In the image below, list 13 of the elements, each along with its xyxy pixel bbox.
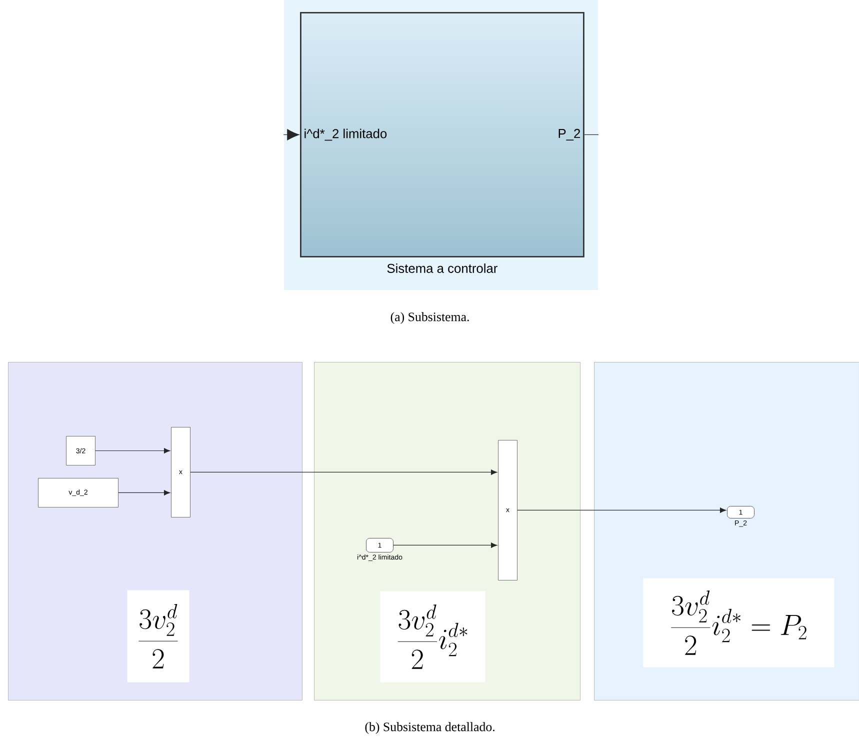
subsystem-block: i^d*_2 limitado P_2 Sistema a controlar xyxy=(300,12,584,273)
formula-box: $\frac{3v_2^d}{2} i_2^{d*}$ xyxy=(380,591,486,682)
formula-box: $\frac{3v_2^d}{2} i_2^{d*} = P_2$ xyxy=(643,578,834,668)
arrow xyxy=(95,448,170,454)
arrow xyxy=(118,490,170,496)
node-label: Sistema a controlar xyxy=(387,264,498,273)
arrow xyxy=(393,542,498,548)
caption: (b) Subsistema detallado. xyxy=(365,722,494,734)
arrow xyxy=(190,470,498,475)
arrow xyxy=(517,508,726,513)
formula-box: $\frac{3v_2^d}{2}$ xyxy=(127,590,190,682)
caption: (a) Subsistema. xyxy=(390,312,469,324)
arrow xyxy=(283,129,300,140)
